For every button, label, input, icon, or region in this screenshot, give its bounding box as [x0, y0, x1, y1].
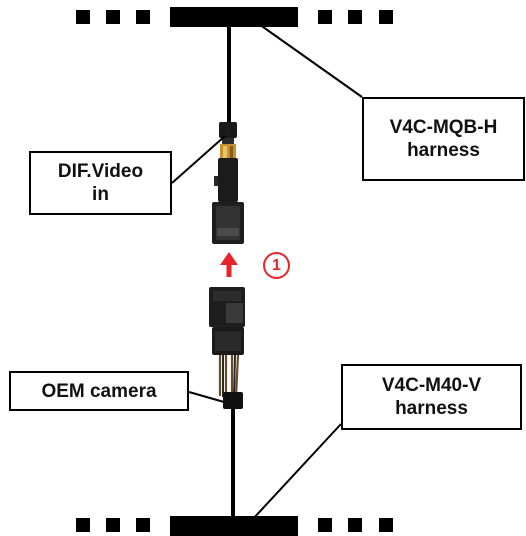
dif-video-connector	[212, 122, 244, 244]
oem-camera-label-line1: OEM camera	[41, 380, 157, 402]
top-harness-label-line1: V4C-MQB-H	[389, 117, 498, 138]
dif-video-label-line1: DIF.Video	[57, 161, 144, 182]
dif-video-label: DIF.Video in	[29, 151, 172, 215]
oem-camera-connector	[209, 287, 245, 409]
dif-video-leader	[171, 135, 226, 184]
connect-arrow	[220, 252, 238, 277]
dif-video-label-line2: in	[92, 184, 109, 205]
step-number-badge: 1	[263, 252, 290, 279]
bottom-harness-label-line1: V4C-M40-V	[381, 375, 482, 396]
bottom-harness-leader	[251, 423, 342, 521]
bottom-harness-label-line2: harness	[395, 398, 468, 419]
bottom-harness-label: V4C-M40-V harness	[341, 364, 522, 430]
top-harness-label: V4C-MQB-H harness	[362, 97, 525, 181]
oem-camera-leader	[188, 391, 225, 403]
oem-camera-label: OEM camera	[9, 371, 189, 411]
top-harness-label-line2: harness	[407, 140, 480, 161]
bottom-harness-bar	[76, 516, 393, 536]
top-harness-bar	[76, 7, 393, 27]
top-harness-leader	[255, 21, 363, 98]
